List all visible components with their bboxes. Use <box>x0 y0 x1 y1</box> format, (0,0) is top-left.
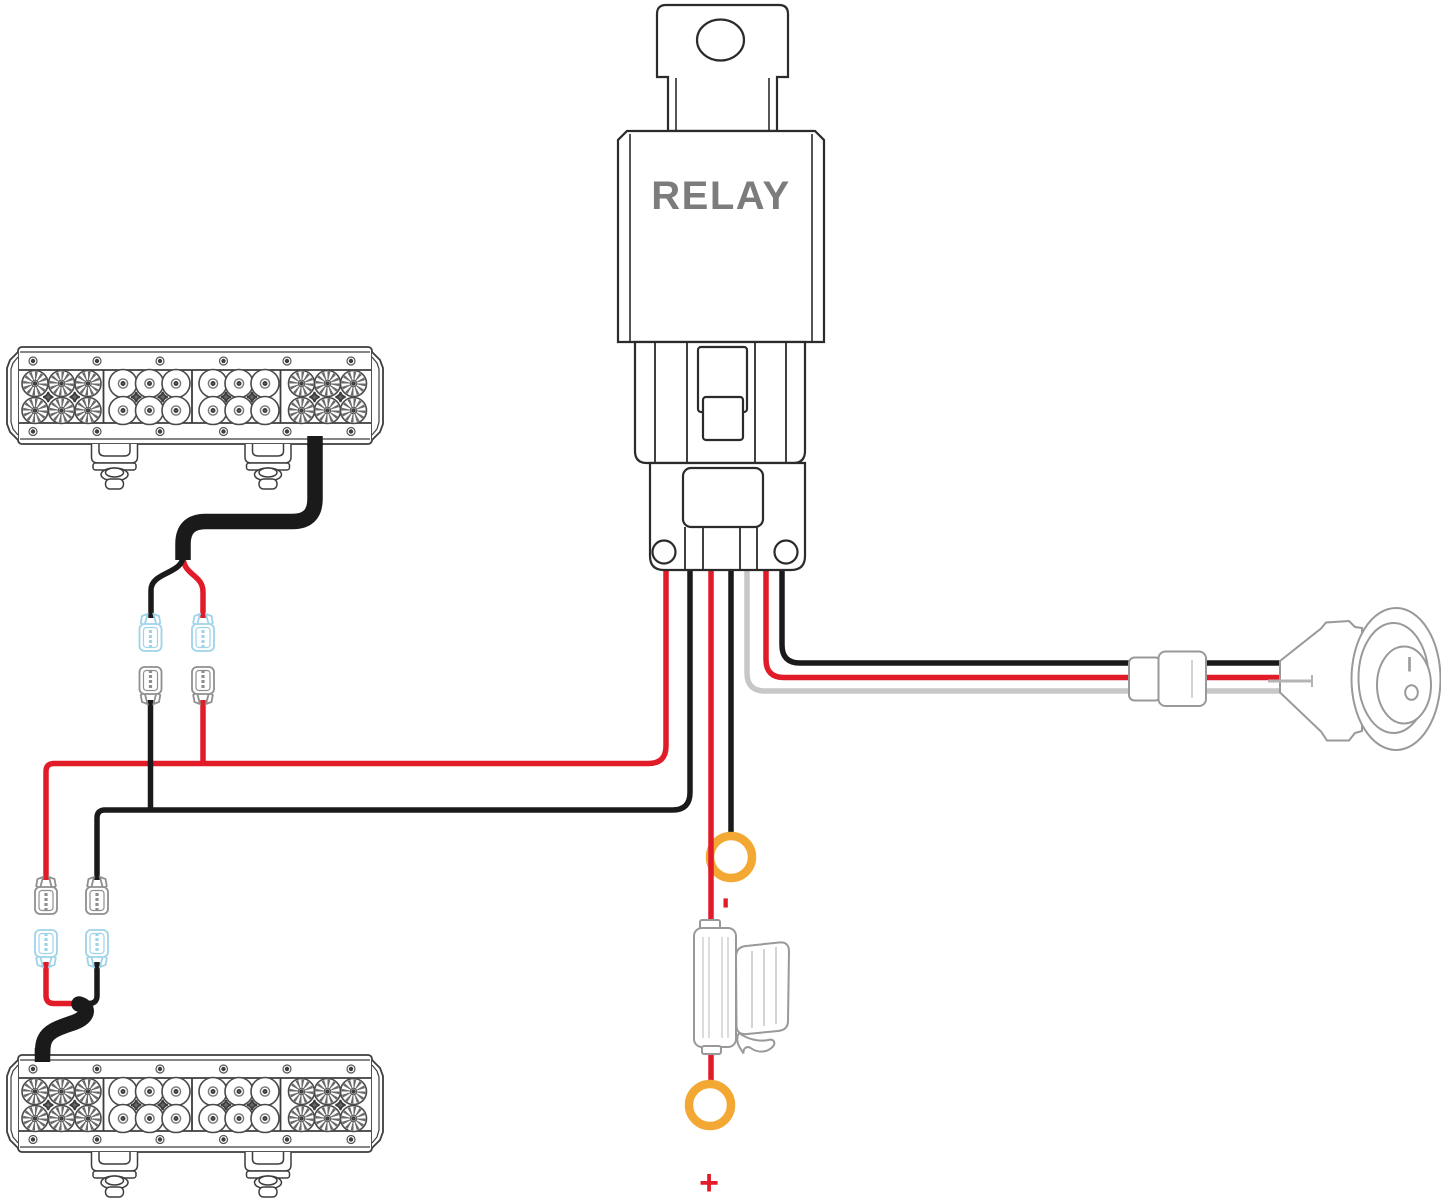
harness-connector <box>84 875 110 916</box>
wire-red-relay-to-bars <box>43 563 669 880</box>
relay-mount-hole <box>695 18 746 62</box>
lightbars <box>6 346 384 1197</box>
relay-plug-center <box>681 466 765 529</box>
relay: RELAY <box>616 3 826 572</box>
relay-mount-tab <box>655 3 790 133</box>
harness-connector <box>33 875 59 916</box>
negative-terminal-label: - <box>709 897 750 909</box>
fuse-cap-bottom <box>701 1045 722 1055</box>
switch-rocker[interactable] <box>1376 645 1432 725</box>
fuse-holder <box>693 919 791 1055</box>
relay-latch-tab <box>701 395 745 442</box>
ring-terminal-positive <box>684 1079 736 1131</box>
wire-gray-relay-to-switch <box>744 563 1284 694</box>
red-wires <box>43 555 1282 1083</box>
wire-black-topbar-branch <box>148 555 186 618</box>
quick-connector <box>137 612 164 653</box>
quick-connector <box>190 612 216 653</box>
harness-connector <box>190 665 216 706</box>
quick-connector <box>84 928 110 969</box>
switch-connector-block <box>1128 650 1207 707</box>
gray-connectors <box>33 665 216 916</box>
lead-bottombar <box>34 996 94 1068</box>
ring-terminal-negative <box>705 831 757 883</box>
wire-black-relay-to-bars <box>94 563 693 880</box>
switch-housing-cone <box>1279 619 1363 742</box>
relay-body <box>616 129 826 344</box>
switch-off-mark <box>1404 684 1419 701</box>
fuse-hook <box>736 1031 776 1055</box>
relay-label: RELAY <box>651 174 790 218</box>
wire-red-relay-to-switch <box>763 563 1282 681</box>
wire-red-bottombar-stub <box>43 962 72 1007</box>
led-light-bar <box>6 346 384 490</box>
rocker-switch <box>1268 607 1441 751</box>
lead-topbar <box>175 441 323 560</box>
led-light-bar-bottom <box>7 1055 383 1197</box>
fuse-cover-flap <box>734 941 791 1036</box>
switch-signal-wire <box>744 563 1284 694</box>
wire-red-topbar-branch <box>180 555 206 618</box>
black-wires <box>34 441 1284 1068</box>
quick-connector <box>33 928 59 969</box>
blue-connectors <box>33 612 216 969</box>
fuse-body <box>693 927 737 1048</box>
harness-connector <box>137 665 164 706</box>
wire-black-relay-to-switch <box>779 563 1284 666</box>
positive-terminal-label: + <box>699 1164 719 1198</box>
lead-overlaps <box>34 436 323 1062</box>
